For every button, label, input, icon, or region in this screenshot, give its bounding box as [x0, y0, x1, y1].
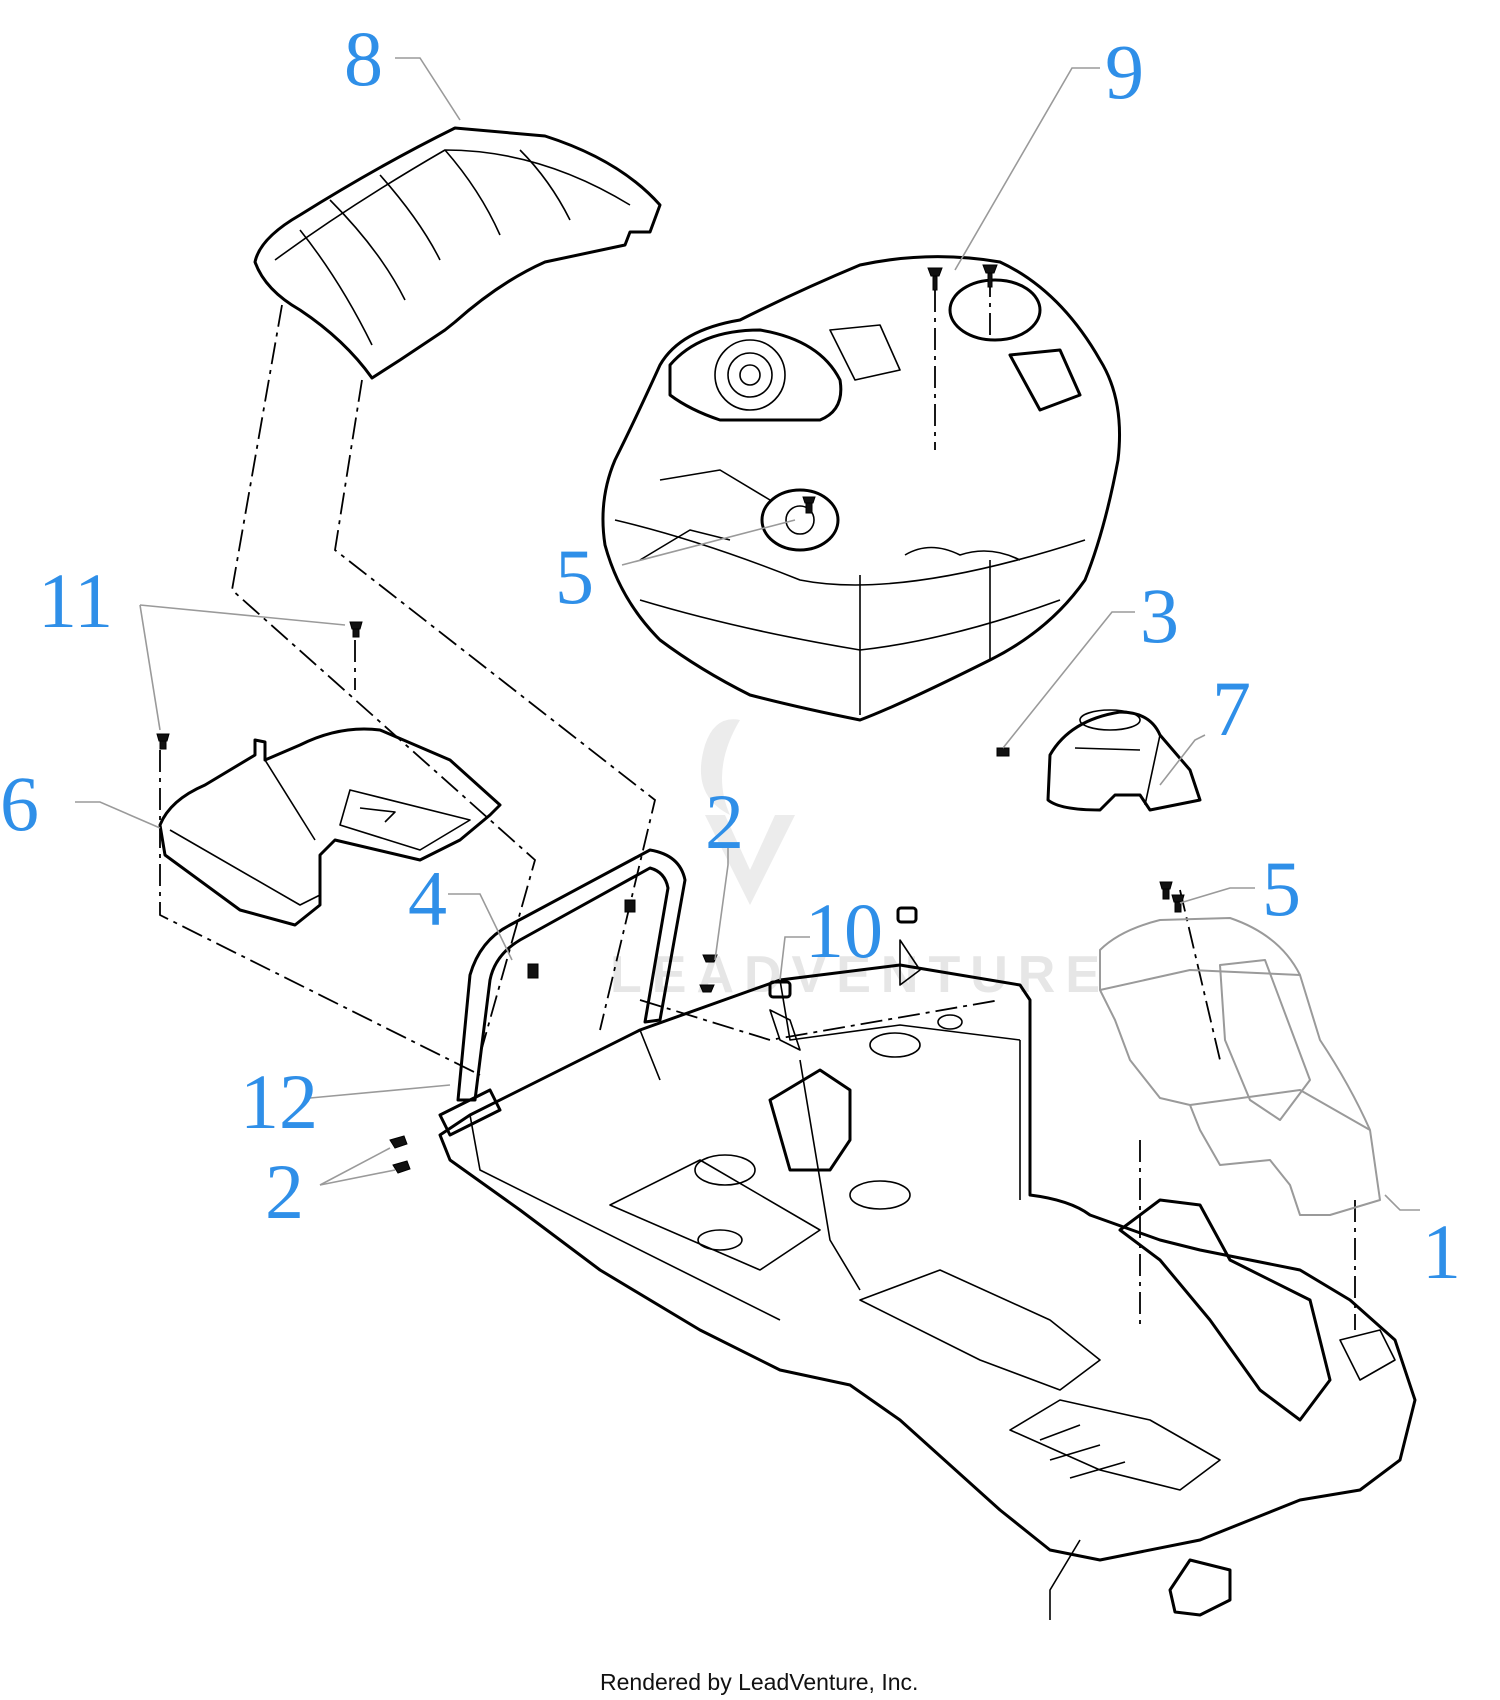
bolt-icon [527, 963, 539, 979]
frame-chassis [438, 939, 1417, 1620]
callout-2: 2 [265, 1148, 304, 1235]
assembly-lines [159, 275, 1356, 1330]
watermark-logo: LEADVENTURE [610, 719, 1110, 1004]
part-8-upper-shroud [253, 126, 662, 380]
bumper-icon [896, 906, 918, 924]
leader-lines [75, 57, 1420, 1211]
bolt-icon [699, 984, 715, 993]
callout-9: 9 [1105, 28, 1144, 115]
bolt-icon [802, 496, 816, 514]
bolt-icon [1159, 881, 1173, 900]
part-4-seat-bar [438, 848, 687, 1137]
clip-icon [996, 747, 1010, 757]
watermark-text: LEADVENTURE [610, 946, 1110, 1004]
callout-5: 5 [555, 533, 594, 620]
callout-3: 3 [1140, 572, 1179, 659]
footer-credit: Rendered by LeadVenture, Inc. [600, 1669, 918, 1695]
bolt-icon [349, 621, 363, 638]
callout-6: 6 [0, 760, 39, 847]
callout-2: 2 [705, 778, 744, 865]
bolt-icon [156, 733, 170, 750]
callout-11: 11 [38, 557, 113, 644]
part-7-console-cover [1046, 709, 1202, 812]
callout-4: 4 [408, 855, 447, 942]
part-9-rear-body [601, 255, 1121, 722]
callout-1: 1 [1422, 1208, 1461, 1295]
bolt-icon [1171, 894, 1185, 913]
bolt-icon [624, 899, 636, 913]
callout-7: 7 [1212, 665, 1251, 752]
callout-labels: 8 9 5 11 3 7 6 2 4 10 5 12 2 1 [0, 15, 1461, 1295]
callout-12: 12 [240, 1058, 318, 1145]
part-1-steering-tower [1099, 917, 1381, 1216]
callout-5: 5 [1262, 845, 1301, 932]
bolt-icon [392, 1160, 411, 1174]
part-6-side-tray [158, 727, 502, 927]
bolt-icon [389, 1135, 408, 1149]
bolt-icon [702, 954, 718, 963]
bumper-icon [768, 980, 792, 999]
callout-8: 8 [344, 15, 383, 102]
bolt-icon [927, 267, 943, 291]
callout-10: 10 [805, 887, 883, 974]
bolt-icon [982, 264, 998, 288]
hardware-fasteners [156, 264, 1185, 1174]
